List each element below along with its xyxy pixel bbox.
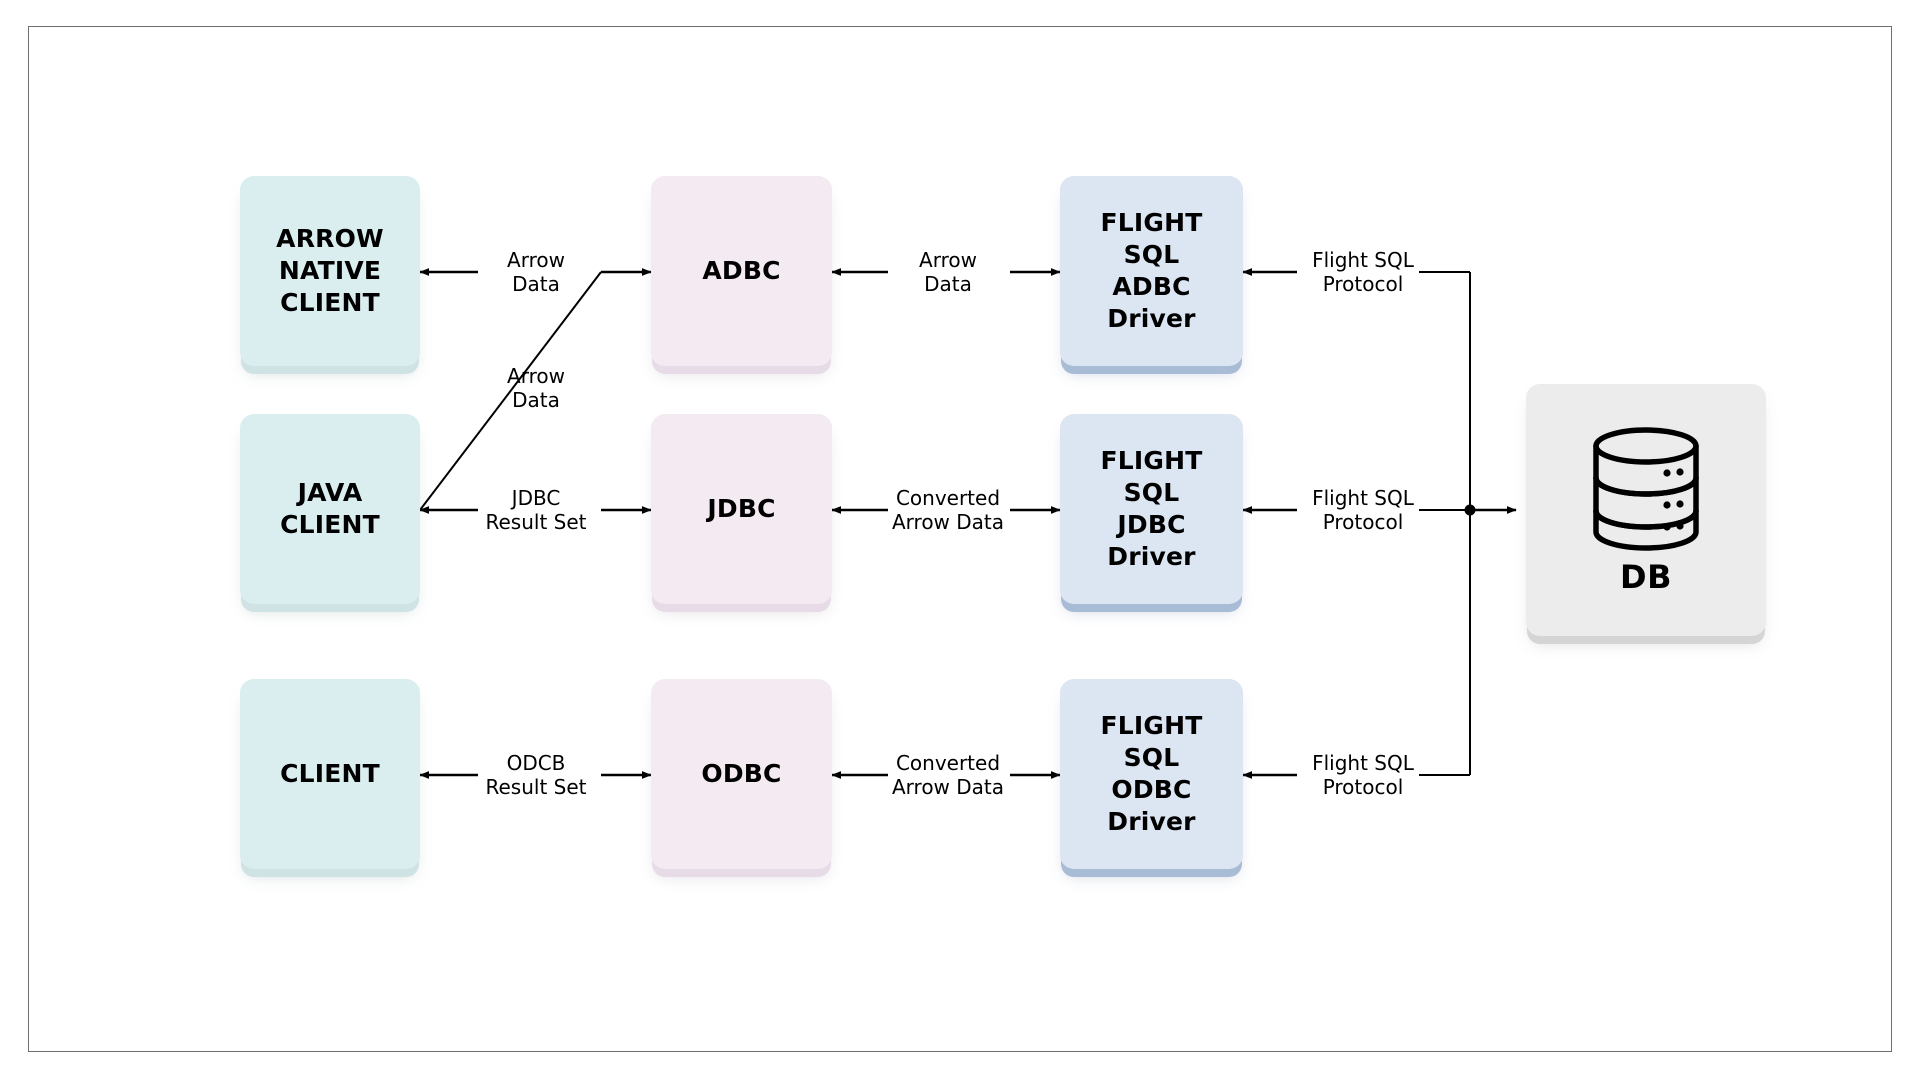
node-adbc[interactable]: ADBC [651, 176, 832, 366]
node-java-client[interactable]: JAVA CLIENT [240, 414, 420, 604]
node-jdbc[interactable]: JDBC [651, 414, 832, 604]
node-jdbc-label: JDBC [707, 494, 776, 523]
node-flight-sql-adbc-driver[interactable]: FLIGHT SQL ADBC Driver [1060, 176, 1243, 366]
node-arrow-native-client[interactable]: ARROW NATIVE CLIENT [240, 176, 420, 366]
node-java-client-label: JAVA CLIENT [280, 478, 380, 539]
node-flight-sql-adbc-driver-label: FLIGHT SQL ADBC Driver [1100, 208, 1203, 333]
node-arrow-native-client-label: ARROW NATIVE CLIENT [276, 224, 384, 317]
node-adbc-label: ADBC [702, 256, 781, 285]
node-database[interactable]: DB [1526, 384, 1766, 636]
node-flight-sql-odbc-driver-label: FLIGHT SQL ODBC Driver [1100, 711, 1203, 836]
node-odbc[interactable]: ODBC [651, 679, 832, 869]
node-odbc-label: ODBC [701, 759, 782, 788]
edge-java-client-to-adbc-diagonal [419, 271, 602, 511]
node-flight-sql-jdbc-driver-label: FLIGHT SQL JDBC Driver [1100, 446, 1203, 571]
database-cylinder-icon [1587, 423, 1705, 555]
node-flight-sql-odbc-driver[interactable]: FLIGHT SQL ODBC Driver [1060, 679, 1243, 869]
node-flight-sql-jdbc-driver[interactable]: FLIGHT SQL JDBC Driver [1060, 414, 1243, 604]
node-client-label: CLIENT [280, 759, 380, 788]
node-client[interactable]: CLIENT [240, 679, 420, 869]
database-label: DB [1620, 557, 1672, 596]
